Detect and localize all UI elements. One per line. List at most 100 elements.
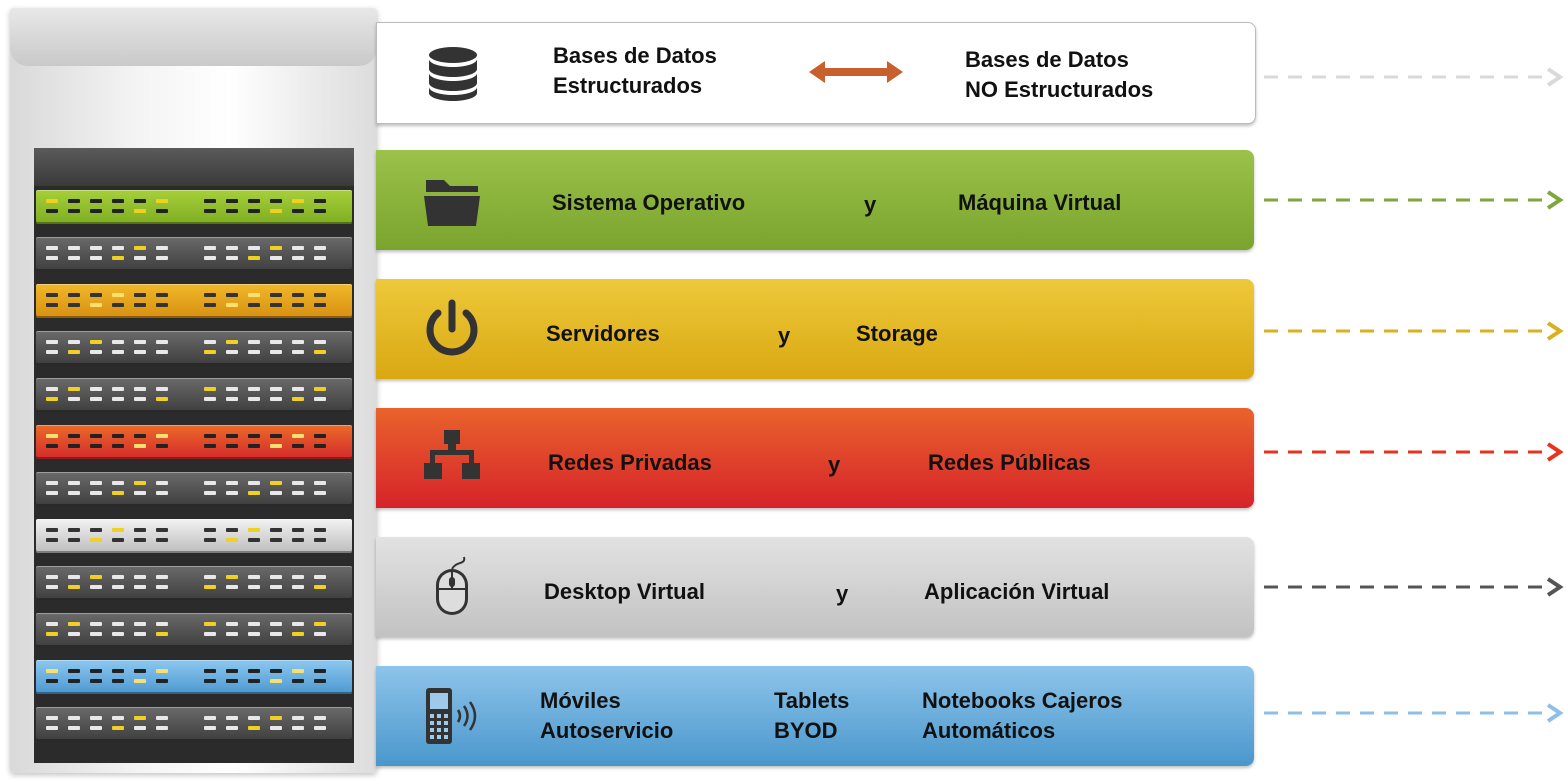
rack-led: [226, 538, 238, 542]
rack-led: [112, 632, 124, 636]
server-rack: [34, 148, 354, 763]
rack-led: [156, 632, 168, 636]
rack-led: [112, 246, 124, 250]
rack-led: [156, 350, 168, 354]
rack-led: [134, 669, 146, 673]
rack-led: [112, 481, 124, 485]
rack-led: [248, 387, 260, 391]
rack-led: [112, 491, 124, 495]
rack-led: [46, 246, 58, 250]
rack-led: [204, 256, 216, 260]
public-networks-label: Redes Públicas: [928, 450, 1091, 475]
rack-led: [204, 716, 216, 720]
rack-led: [68, 726, 80, 730]
rack-led: [68, 387, 80, 391]
rack-led: [156, 679, 168, 683]
band-servers: Servidores y Storage: [376, 279, 1254, 379]
rack-led: [46, 293, 58, 297]
rack-led: [292, 679, 304, 683]
rack-led: [156, 575, 168, 579]
rack-led: [270, 679, 282, 683]
rack-led: [314, 726, 326, 730]
rack-led: [46, 538, 58, 542]
rack-led: [248, 293, 260, 297]
rack-led: [90, 622, 102, 626]
rack-led: [314, 256, 326, 260]
rack-led: [112, 397, 124, 401]
rack-led: [46, 528, 58, 532]
rack-led: [68, 679, 80, 683]
rack-led: [68, 491, 80, 495]
conjunction-y: y: [778, 323, 791, 348]
rack-led: [112, 528, 124, 532]
rack-led: [46, 585, 58, 589]
rack-led: [134, 387, 146, 391]
rack-led: [204, 575, 216, 579]
rack-led: [248, 397, 260, 401]
rack-led: [248, 716, 260, 720]
rack-led: [314, 246, 326, 250]
rack-led: [204, 199, 216, 203]
rack-led: [112, 444, 124, 448]
rack-led: [248, 528, 260, 532]
rack-led: [226, 716, 238, 720]
rack-led: [90, 528, 102, 532]
rack-led: [134, 679, 146, 683]
rack-led: [46, 575, 58, 579]
tablets-label: Tablets BYOD: [774, 688, 850, 743]
rack-led: [134, 293, 146, 297]
rack-led: [68, 444, 80, 448]
rack-led: [156, 387, 168, 391]
rack-led: [248, 350, 260, 354]
rack-led: [68, 246, 80, 250]
rack-led: [292, 209, 304, 213]
rack-led: [68, 397, 80, 401]
rack-led: [226, 726, 238, 730]
rack-led: [134, 726, 146, 730]
rack-unit: [36, 378, 352, 412]
rack-led: [90, 256, 102, 260]
rack-led: [226, 350, 238, 354]
rack-led: [226, 293, 238, 297]
power-icon: [420, 297, 484, 361]
rack-led: [270, 434, 282, 438]
rack-led: [248, 538, 260, 542]
rack-led: [292, 585, 304, 589]
rack-led: [156, 397, 168, 401]
rack-led: [134, 575, 146, 579]
rack-led: [204, 444, 216, 448]
rack-led: [90, 293, 102, 297]
double-arrow-icon: [809, 61, 903, 83]
rack-led: [68, 528, 80, 532]
rack-led: [248, 669, 260, 673]
rack-led: [270, 538, 282, 542]
rack-led: [46, 434, 58, 438]
rack-led: [134, 350, 146, 354]
rack-led: [68, 481, 80, 485]
rack-led: [292, 481, 304, 485]
rack-led: [68, 303, 80, 307]
rack-led: [46, 444, 58, 448]
rack-led: [68, 434, 80, 438]
rack-led: [90, 669, 102, 673]
rack-led: [90, 199, 102, 203]
dashed-arrow: [1264, 702, 1564, 724]
rack-led: [270, 256, 282, 260]
rack-led: [292, 434, 304, 438]
rack-led: [314, 303, 326, 307]
rack-led: [292, 256, 304, 260]
rack-led: [270, 350, 282, 354]
rack-unit: [36, 472, 352, 506]
rack-led: [112, 575, 124, 579]
rack-led: [68, 585, 80, 589]
rack-led: [292, 444, 304, 448]
rack-led: [314, 444, 326, 448]
dashed-arrow: [1264, 320, 1564, 342]
rack-led: [314, 669, 326, 673]
rack-unit: [36, 237, 352, 271]
rack-led: [90, 246, 102, 250]
rack-led: [292, 340, 304, 344]
rack-led: [314, 209, 326, 213]
rack-led: [46, 340, 58, 344]
rack-led: [46, 481, 58, 485]
